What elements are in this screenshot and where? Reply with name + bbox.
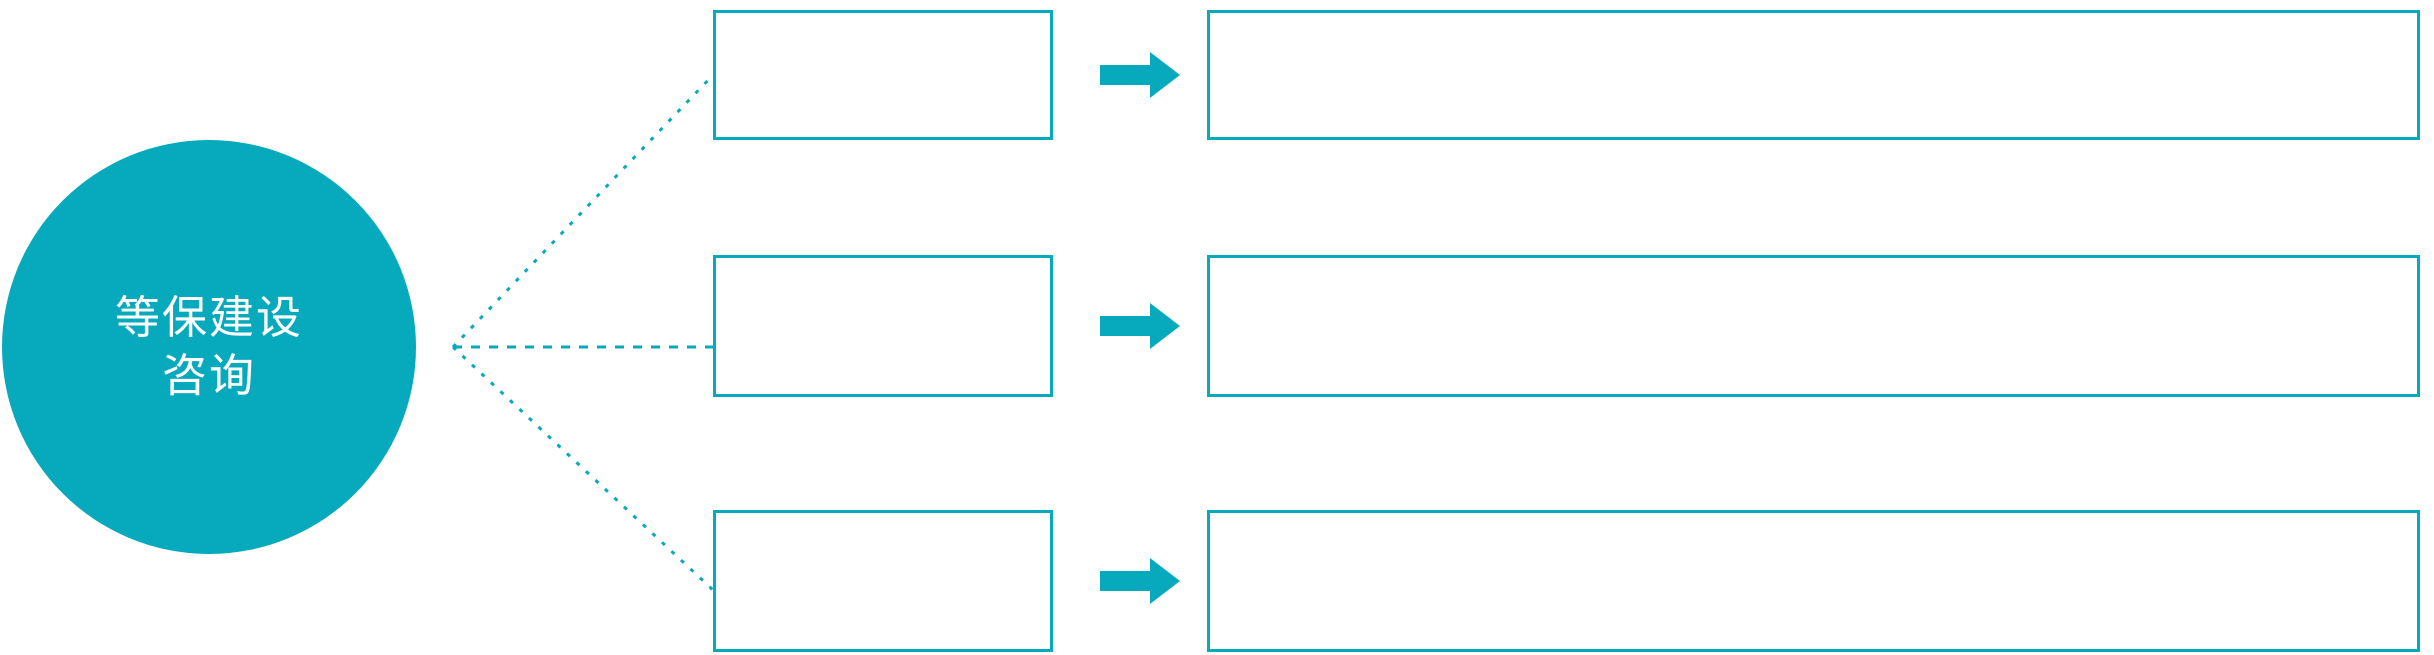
row-1-detail-box[interactable] — [1207, 10, 2420, 140]
row-1-category-box[interactable] — [713, 10, 1053, 140]
row-2-detail-box[interactable] — [1207, 255, 2420, 397]
connector-branch-1 — [451, 73, 715, 349]
row-1-arrow-right-icon — [1100, 52, 1180, 98]
row-2-category-box[interactable] — [713, 255, 1053, 397]
hub-title-line-2: 咨询 — [161, 350, 256, 401]
row-3-detail-box[interactable] — [1207, 510, 2420, 652]
hub-circle[interactable]: 等保建设 咨询 — [2, 140, 416, 554]
hub-title-line-1: 等保建设 — [114, 292, 303, 344]
row-2-arrow-right-icon — [1100, 303, 1180, 349]
row-3-category-box[interactable] — [713, 510, 1053, 652]
connector-branch-3 — [451, 345, 715, 592]
row-3-arrow-right-icon — [1100, 558, 1180, 604]
